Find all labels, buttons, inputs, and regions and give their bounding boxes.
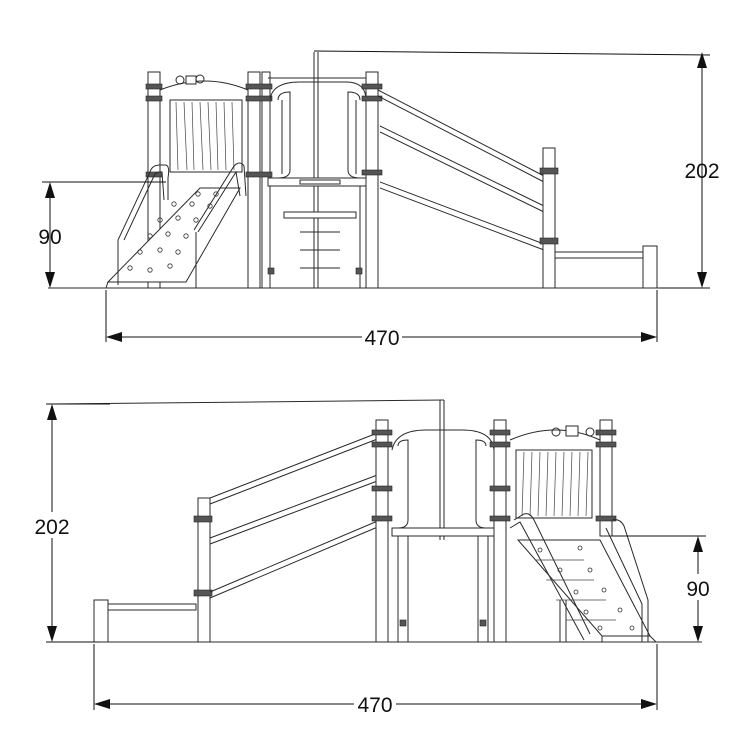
bottom-left-stairs [93, 431, 381, 643]
bottom-height-dimension: 202 [32, 403, 110, 643]
top-right-stairs [361, 71, 658, 289]
bottom-elevation-view: 202 90 470 [32, 399, 716, 717]
bottom-platform-dimension: 90 [612, 535, 716, 642]
top-climbing-ramp [105, 162, 247, 289]
bottom-climbing-ramp [509, 513, 657, 643]
bottom-width-dimension: 470 [93, 644, 658, 717]
bottom-platform-label: 90 [686, 578, 709, 601]
bottom-middle-gate [53, 399, 497, 643]
top-elevation-view: 202 90 470 [38, 50, 720, 350]
bottom-height-label: 202 [34, 516, 69, 539]
bottom-right-tower [489, 419, 617, 643]
top-width-label: 470 [364, 327, 399, 350]
top-height-dimension: 202 [313, 50, 720, 289]
bottom-width-label: 470 [357, 694, 392, 717]
top-middle-gate [267, 52, 373, 288]
top-width-dimension: 470 [105, 290, 658, 350]
top-height-label: 202 [684, 160, 719, 183]
top-platform-label: 90 [38, 226, 61, 249]
top-platform-dimension: 90 [38, 181, 166, 288]
